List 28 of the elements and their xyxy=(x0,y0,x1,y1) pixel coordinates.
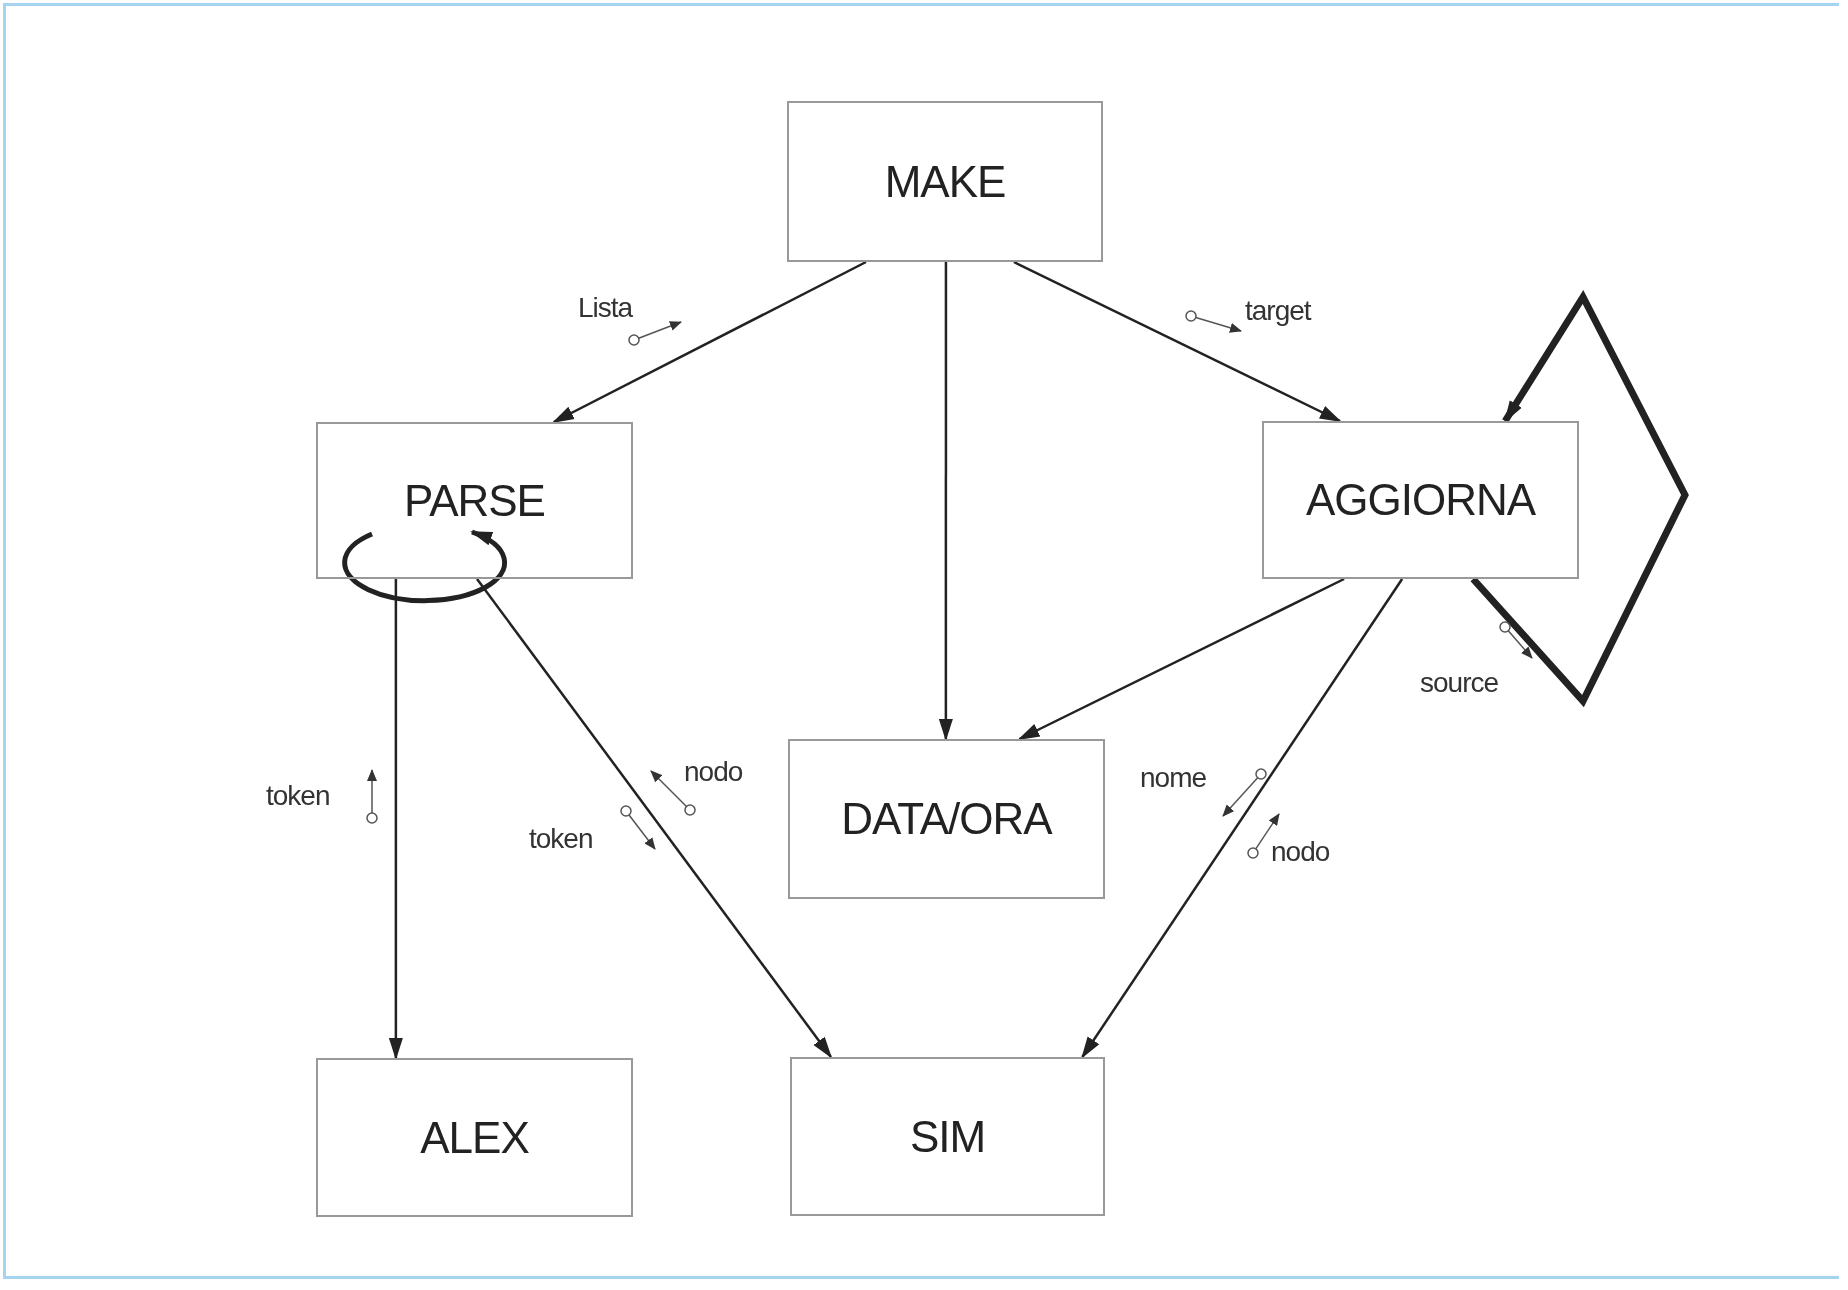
call-arrow xyxy=(1081,578,1404,1059)
data-couple-label: Lista xyxy=(578,294,633,322)
data-couple-label: nodo xyxy=(1271,838,1330,866)
data-couple-label: token xyxy=(529,825,593,853)
data-couple-label: token xyxy=(266,782,330,810)
module-name: MAKE xyxy=(884,156,1006,207)
module-box xyxy=(787,101,1103,262)
data-couple-label: nodo xyxy=(684,758,743,786)
module-name: DATA/ORA xyxy=(841,794,1052,844)
call-arrow xyxy=(476,578,833,1059)
data-couple-label: nome xyxy=(1140,764,1207,792)
module-box xyxy=(1262,421,1579,579)
call-arrow xyxy=(388,579,403,1060)
recursion-arrow xyxy=(1470,289,1689,708)
module-name: ALEX xyxy=(420,1112,529,1163)
data-couple-label: target xyxy=(1245,297,1311,325)
call-arrow xyxy=(1017,577,1345,741)
module-box xyxy=(788,739,1105,899)
call-arrow xyxy=(1013,260,1342,423)
data-couple-label: source xyxy=(1420,669,1499,697)
call-arrow xyxy=(938,262,953,741)
call-arrow xyxy=(551,260,867,424)
module-name: AGGIORNA xyxy=(1305,475,1536,525)
module-box xyxy=(790,1057,1105,1216)
module-name: PARSE xyxy=(404,475,545,526)
module-box xyxy=(316,422,633,579)
module-box xyxy=(316,1058,633,1217)
module-name: SIM xyxy=(909,1111,986,1162)
